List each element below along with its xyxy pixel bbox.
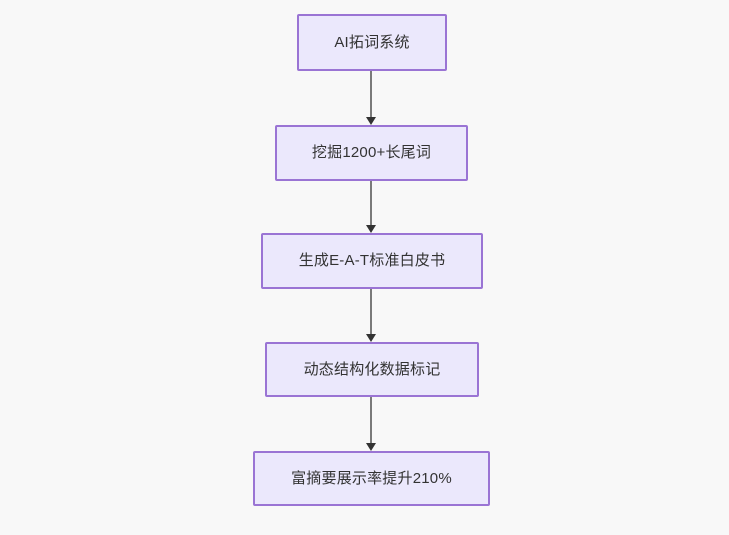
- flow-node-generate-eat-whitepaper[interactable]: 生成E-A-T标准白皮书: [261, 233, 483, 289]
- connector-arrow-3: [362, 289, 380, 342]
- connector-arrow-1: [362, 71, 380, 125]
- connector-line: [370, 181, 372, 226]
- connector-line: [370, 397, 372, 444]
- connector-line: [370, 71, 372, 118]
- arrowhead-down-icon: [366, 334, 376, 342]
- arrowhead-down-icon: [366, 117, 376, 125]
- flow-node-ai-keyword-system[interactable]: AI拓词系统: [297, 14, 447, 71]
- arrowhead-down-icon: [366, 443, 376, 451]
- arrowhead-down-icon: [366, 225, 376, 233]
- connector-arrow-4: [362, 397, 380, 451]
- connector-arrow-2: [362, 181, 380, 233]
- flow-node-mine-longtail-keywords[interactable]: 挖掘1200+长尾词: [275, 125, 468, 181]
- flow-node-rich-snippet-rate-increase[interactable]: 富摘要展示率提升210%: [253, 451, 490, 506]
- connector-line: [370, 289, 372, 335]
- flow-node-dynamic-structured-data-markup[interactable]: 动态结构化数据标记: [265, 342, 479, 397]
